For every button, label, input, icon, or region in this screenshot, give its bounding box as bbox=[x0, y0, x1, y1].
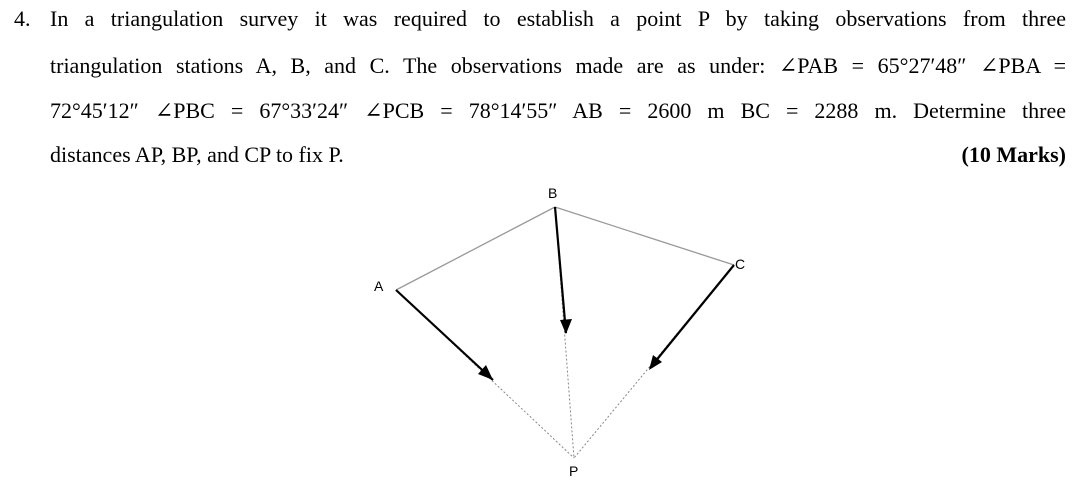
arrow-from-a bbox=[395, 289, 494, 381]
arrow-from-c bbox=[649, 264, 735, 369]
question-line-4: distances AP, BP, and CP to fix P. (10 M… bbox=[50, 142, 1066, 168]
arrowhead-c bbox=[649, 355, 662, 370]
label-b: B bbox=[548, 185, 557, 201]
marks-label: (10 Marks) bbox=[961, 142, 1066, 167]
question-line-3: 72°45′12″ ∠PBC = 67°33′24″ ∠PCB = 78°14′… bbox=[50, 98, 1066, 123]
baseline-bc bbox=[554, 206, 735, 266]
label-p: P bbox=[569, 463, 578, 479]
question-line-2: triangulation stations A, B, and C. The … bbox=[50, 53, 1066, 78]
question-line-1: In a triangulation survey it was require… bbox=[50, 6, 1066, 31]
question-line-4-text: distances AP, BP, and CP to fix P. bbox=[50, 142, 344, 167]
label-c: C bbox=[735, 256, 745, 272]
baseline-ab bbox=[395, 206, 556, 291]
label-a: A bbox=[374, 278, 384, 294]
question-number: 4. bbox=[14, 6, 31, 31]
arrow-from-b bbox=[553, 206, 568, 334]
arrowhead-b bbox=[560, 319, 572, 334]
arrowhead-a bbox=[478, 365, 493, 380]
